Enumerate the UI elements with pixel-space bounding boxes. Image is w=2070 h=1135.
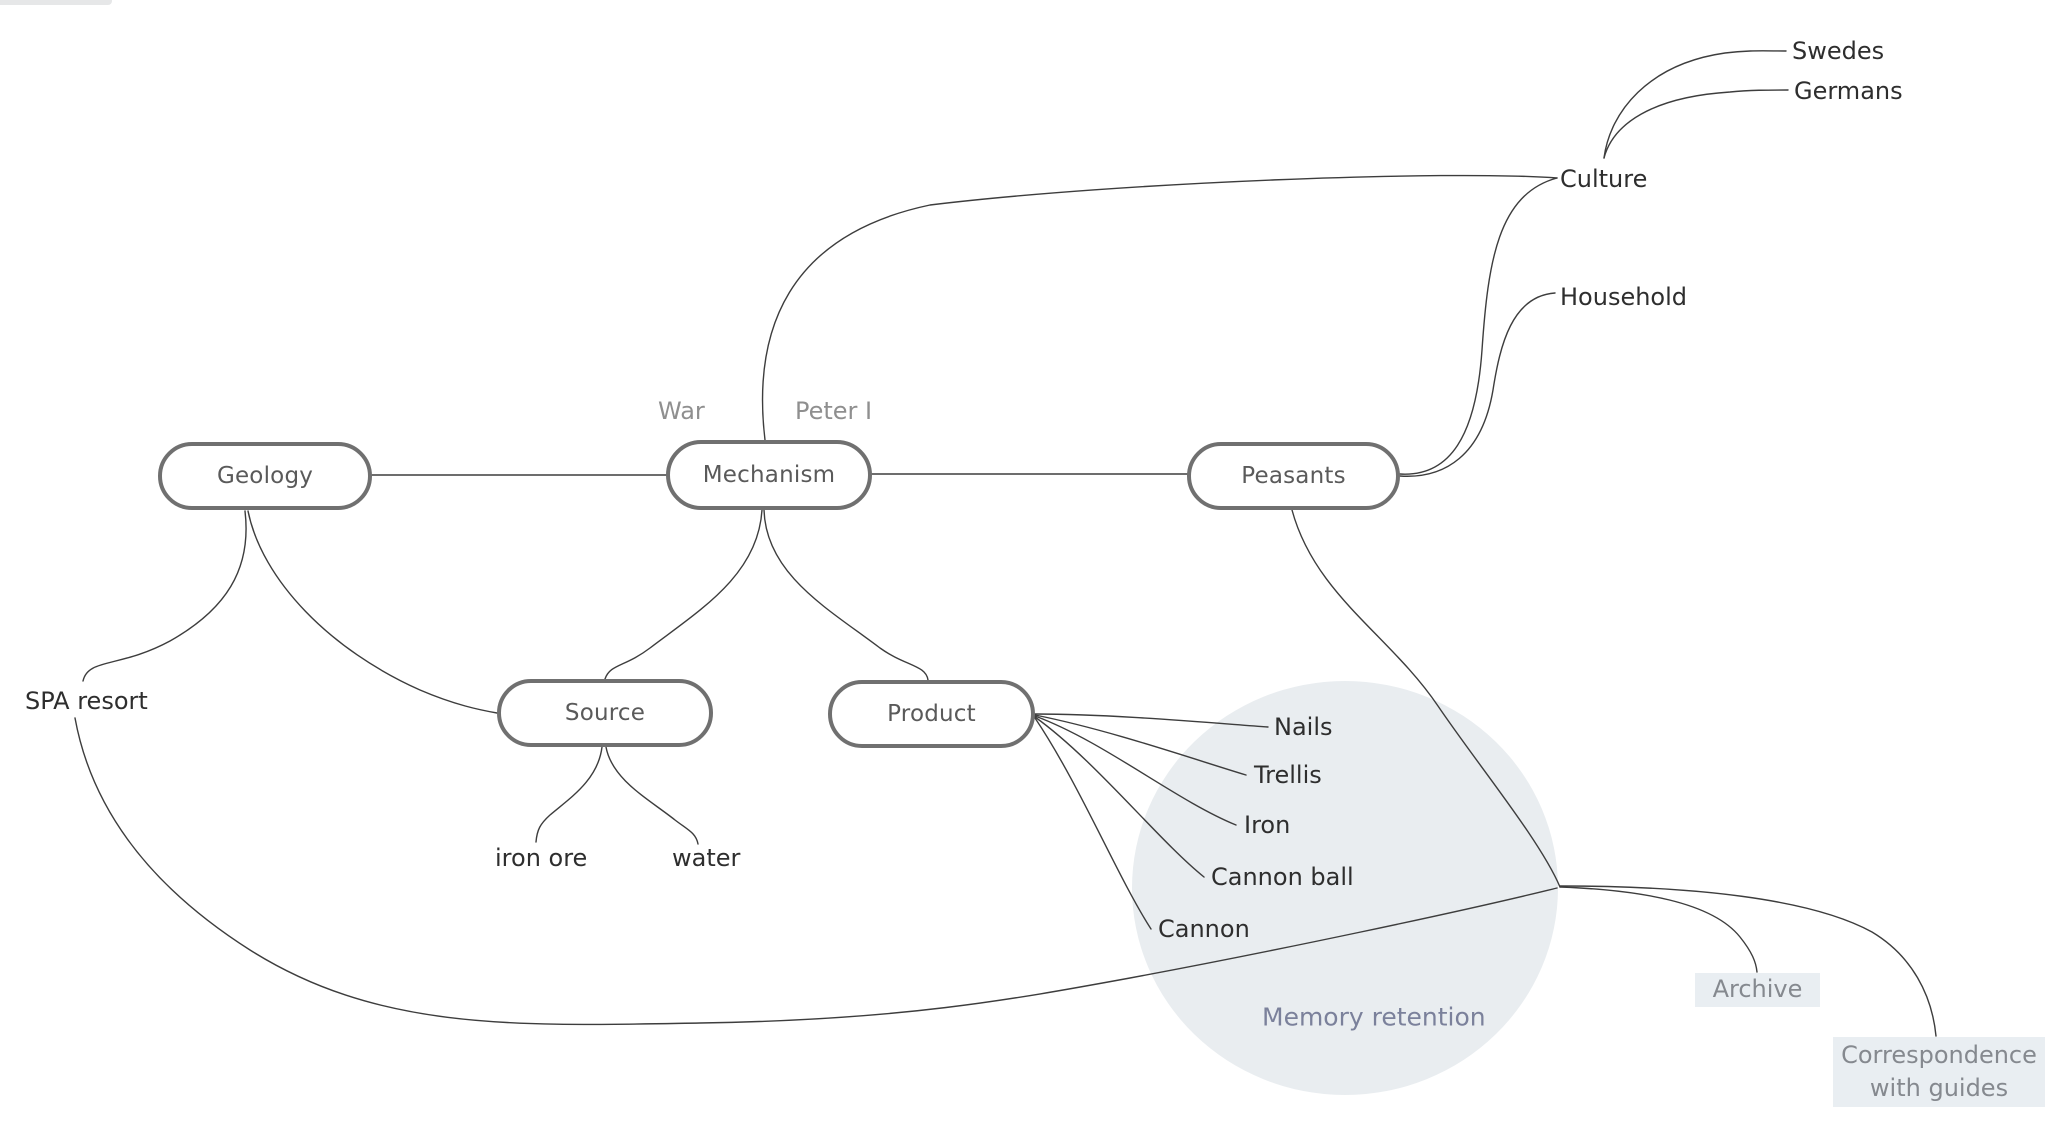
edge-culture-swedes <box>1603 50 1787 159</box>
chip-archive[interactable]: Archive <box>1695 973 1820 1007</box>
leaf-spa-resort[interactable]: SPA resort <box>25 687 148 715</box>
memory-retention-region <box>1132 681 1558 1095</box>
edge-mechanism-culture <box>761 174 1558 441</box>
edge-product-nails <box>1034 713 1269 728</box>
chip-correspondence[interactable]: Correspondence with guides <box>1833 1037 2045 1107</box>
node-geology-label: Geology <box>216 463 314 489</box>
leaf-trellis[interactable]: Trellis <box>1254 761 1322 789</box>
node-source-label: Source <box>564 700 646 726</box>
leaf-cannon-ball[interactable]: Cannon ball <box>1211 863 1354 891</box>
node-geology[interactable]: Geology <box>158 442 372 510</box>
node-mechanism-label: Mechanism <box>702 462 836 488</box>
node-peasants-label: Peasants <box>1241 463 1346 489</box>
edge-peasants-household <box>1399 292 1556 477</box>
node-peasants[interactable]: Peasants <box>1187 442 1400 510</box>
leaf-iron-ore[interactable]: iron ore <box>495 844 588 872</box>
edge-culture-germans <box>1603 89 1789 159</box>
edge-geology-spa-resort <box>82 510 247 682</box>
leaf-cannon[interactable]: Cannon <box>1158 915 1250 943</box>
node-mechanism[interactable]: Mechanism <box>666 440 872 510</box>
chip-correspondence-line2: with guides <box>1869 1074 2009 1102</box>
edge-source-iron-ore <box>535 746 603 843</box>
leaf-germans[interactable]: Germans <box>1794 77 1903 105</box>
edge-source-water <box>605 746 699 845</box>
window-chrome-remnant <box>0 0 112 5</box>
chip-archive-label: Archive <box>1712 975 1803 1004</box>
edge-product-cannon <box>1034 717 1152 930</box>
node-source[interactable]: Source <box>497 679 713 747</box>
leaf-household[interactable]: Household <box>1560 283 1688 311</box>
region-memory-retention-label: Memory retention <box>1262 1002 1486 1032</box>
leaf-iron[interactable]: Iron <box>1244 811 1291 839</box>
leaf-culture[interactable]: Culture <box>1560 165 1648 193</box>
edge-product-trellis <box>1034 714 1247 776</box>
edge-junction-archive <box>1559 886 1758 973</box>
leaf-water[interactable]: water <box>672 844 741 872</box>
node-product-label: Product <box>887 701 976 727</box>
edge-junction-correspondence <box>1559 885 1937 1037</box>
leaf-nails[interactable]: Nails <box>1274 713 1333 741</box>
edge-mechanism-source <box>604 509 763 680</box>
edge-geology-source <box>247 510 498 714</box>
edge-peasants-culture <box>1399 177 1558 475</box>
annotation-peter-i: Peter I <box>795 397 873 425</box>
edge-product-iron <box>1034 715 1237 826</box>
leaf-swedes[interactable]: Swedes <box>1792 37 1885 65</box>
edge-product-cannon-ball <box>1034 716 1205 878</box>
chip-correspondence-line1: Correspondence <box>1841 1040 2037 1069</box>
annotation-war: War <box>658 397 705 425</box>
edge-peasants-memory <box>1291 509 1561 888</box>
edge-mechanism-product <box>763 509 929 681</box>
node-product[interactable]: Product <box>828 680 1035 748</box>
edge-spa-resort-sweep <box>74 717 1558 1026</box>
